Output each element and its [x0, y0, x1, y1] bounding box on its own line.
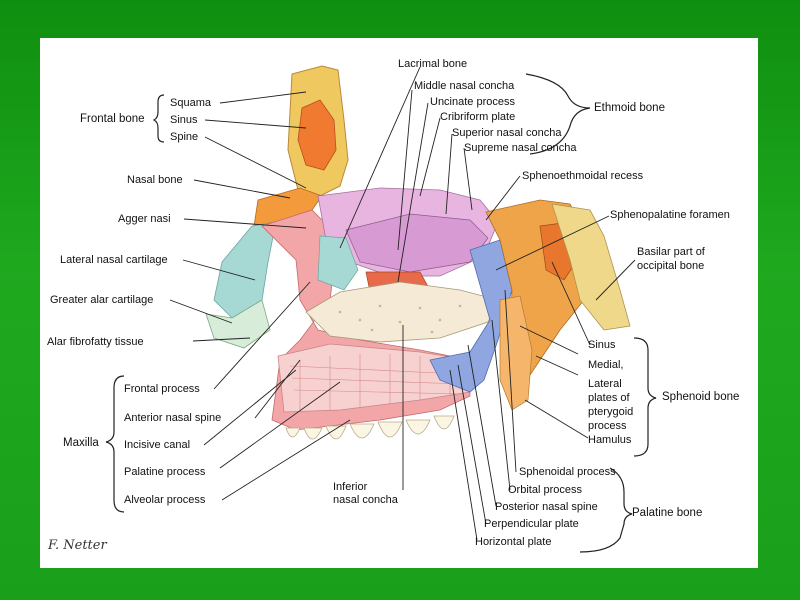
label-sphenoidal-process: Sphenoidal process: [519, 466, 616, 478]
label-occipital-bone: occipital bone: [637, 260, 705, 272]
label-alar-fibrofatty-tissue: Alar fibrofatty tissue: [47, 336, 144, 348]
greater-alar-cartilage-shape: [205, 299, 271, 349]
label-spine: Spine: [170, 131, 199, 143]
label-basilar-part: Basilar part of: [637, 246, 705, 258]
label-sphenoid-bone: Sphenoid bone: [662, 391, 740, 403]
label-lateral: Lateral: [588, 378, 622, 390]
label-uncinate-process: Uncinate process: [430, 96, 515, 108]
label-greater-alar-cartilage: Greater alar cartilage: [50, 294, 154, 306]
label-cribriform-plate: Cribriform plate: [440, 111, 516, 123]
label-ethmoid-bone: Ethmoid bone: [594, 102, 665, 114]
label-middle-nasal-concha: Middle nasal concha: [414, 80, 515, 92]
label-process: process: [588, 420, 627, 432]
label-perpendicular-plate: Perpendicular plate: [484, 518, 579, 530]
label-agger-nasi: Agger nasi: [118, 213, 171, 225]
label-palatine-bone: Palatine bone: [632, 507, 703, 519]
teeth: [285, 415, 455, 440]
lateral-nasal-cartilage-shape: [213, 221, 277, 319]
maxilla-brace: [105, 375, 125, 513]
ethmoid-brace: [525, 73, 591, 155]
label-lacrimal-bone: Lacrimal bone: [398, 58, 468, 70]
leader-lines: [169, 66, 636, 541]
label-orbital-process: Orbital process: [508, 484, 582, 496]
label-supreme-nasal-concha: Supreme nasal concha: [464, 142, 577, 154]
frontal-brace: [152, 94, 165, 143]
label-anterior-nasal-spine: Anterior nasal spine: [124, 412, 222, 424]
label-pterygoid: pterygoid: [588, 406, 634, 418]
label-lateral-nasal-cartilage: Lateral nasal cartilage: [60, 254, 168, 266]
inferior-concha-shape: [305, 281, 499, 343]
artist-signature: F. Netter: [48, 538, 107, 553]
label-squama: Squama: [170, 97, 211, 109]
label-superior-nasal-concha: Superior nasal concha: [452, 127, 562, 139]
label-horizontal-plate: Horizontal plate: [475, 536, 552, 548]
label-palatine-process: Palatine process: [124, 466, 206, 478]
label-sphenoethmoidal-recess: Sphenoethmoidal recess: [522, 170, 644, 182]
label-sinus: Sinus: [170, 114, 198, 126]
concha-texture: [338, 304, 462, 334]
label-alveolar-process: Alveolar process: [124, 494, 206, 506]
label-frontal-process: Frontal process: [124, 383, 200, 395]
label-posterior-nasal-spine: Posterior nasal spine: [495, 501, 598, 513]
label-nasal-bone: Nasal bone: [127, 174, 183, 186]
label-nasal-concha: nasal concha: [333, 494, 398, 506]
frontal-sinus-shape: [297, 99, 337, 171]
palatine-brace: [579, 467, 633, 553]
label-frontal-bone: Frontal bone: [80, 113, 145, 125]
septal-teal-shape: [317, 235, 359, 291]
braces: [105, 73, 657, 553]
pterygoid-shape: [499, 295, 533, 411]
label-sphenoid-sinus: Sinus: [588, 339, 616, 351]
bone-texture: [289, 354, 463, 410]
label-incisive-canal: Incisive canal: [124, 439, 191, 451]
label-hamulus: Hamulus: [588, 434, 632, 446]
sphenoid-brace: [633, 337, 657, 457]
label-sphenopalatine-foramen: Sphenopalatine foramen: [610, 209, 730, 221]
label-inferior: Inferior: [333, 481, 368, 493]
label-plates-of: plates of: [588, 392, 630, 404]
label-medial: Medial,: [588, 359, 624, 371]
label-maxilla: Maxilla: [63, 437, 99, 449]
occipital-shape: [551, 203, 631, 331]
